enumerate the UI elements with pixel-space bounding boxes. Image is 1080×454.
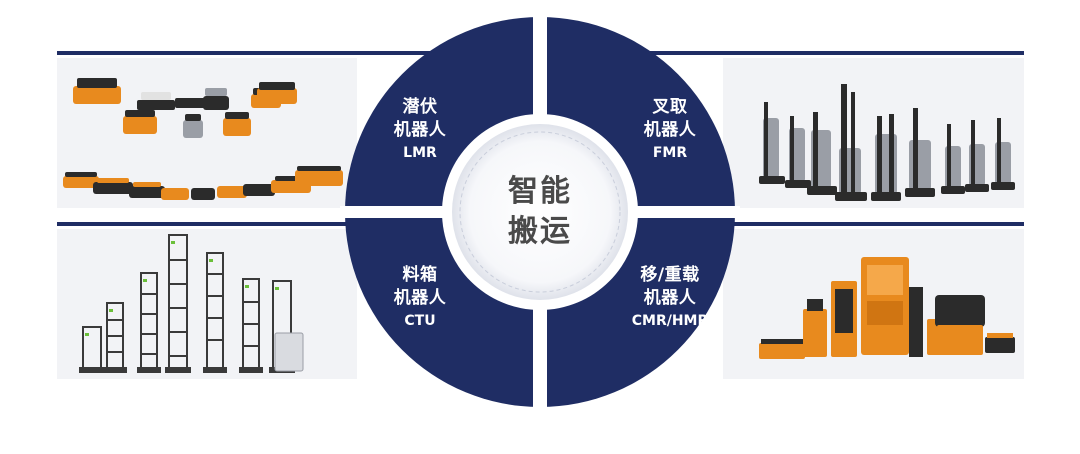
segment-cmr-line1: 移/重载	[640, 265, 700, 285]
segment-fmr-code: FMR	[652, 145, 688, 161]
segment-label-fmr: 叉取 机器人 FMR	[610, 96, 730, 165]
segment-cmr-code: CMR/HMR	[631, 313, 709, 329]
segment-fmr-line1: 叉取	[652, 97, 688, 117]
center-title-line2: 搬运	[508, 214, 572, 249]
inner-dashed-ring	[459, 131, 621, 293]
latent-robots-image	[57, 58, 357, 208]
segment-label-cmr: 移/重载 机器人 CMR/HMR	[610, 264, 730, 333]
tote-robots-image	[57, 229, 357, 379]
segment-lmr-line1: 潜伏	[402, 97, 438, 117]
segment-label-ctu: 料箱 机器人 CTU	[360, 264, 480, 333]
segment-ctu-line1: 料箱	[402, 265, 438, 285]
middle-right-bar	[723, 222, 1024, 226]
segment-lmr-line2: 机器人	[393, 120, 447, 140]
segment-label-lmr: 潜伏 机器人 LMR	[360, 96, 480, 165]
segment-fmr-line2: 机器人	[643, 120, 697, 140]
forklift-robots-image	[723, 58, 1024, 208]
top-left-bar	[57, 51, 477, 55]
center-title: 智能 搬运	[480, 172, 600, 252]
segment-ctu-code: CTU	[404, 313, 436, 329]
center-title-line1: 智能	[508, 174, 572, 209]
segment-ctu-line2: 机器人	[393, 288, 447, 308]
segment-cmr-line2: 机器人	[643, 288, 697, 308]
segment-lmr-code: LMR	[403, 145, 437, 161]
top-right-bar	[603, 51, 1024, 55]
inner-circle	[452, 124, 628, 300]
heavy-load-robots-image	[723, 229, 1024, 379]
middle-left-bar	[57, 222, 357, 226]
